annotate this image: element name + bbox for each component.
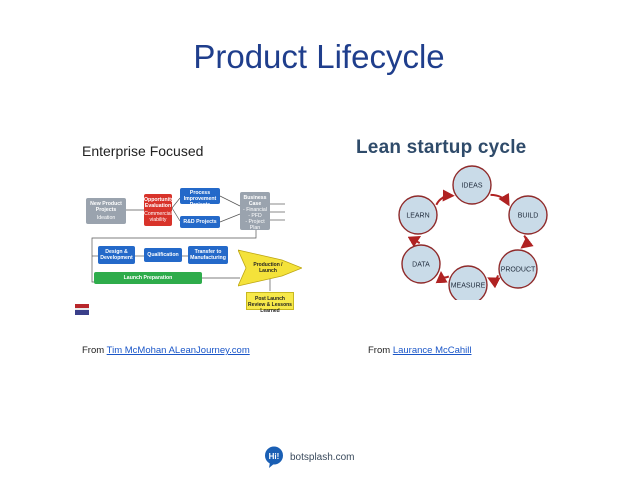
cycle-node-data: DATA [401,244,441,284]
right-credit: From Laurance McCahill [368,345,472,356]
flag-decoration-icon [75,304,89,315]
slide-title: Product Lifecycle [193,38,445,75]
cycle-node-product: PRODUCT [498,249,538,289]
cycle-node-label: MEASURE [451,283,486,290]
cycle-node-ideas: IDEAS [452,165,492,205]
opportunity-evaluation-label: Opportunity Evaluation [144,197,174,209]
transfer-manufacturing-label: Transfer to Manufacturing [190,249,226,261]
launch-preparation-label: Launch Preparation [123,275,173,281]
cycle-node-learn: LEARN [398,195,438,235]
cycle-node-build: BUILD [508,195,548,235]
new-product-projects-box: New Product Projects Ideation [86,198,126,224]
cycle-node-label: IDEAS [461,183,482,190]
cycle-node-label: LEARN [406,213,429,220]
business-case-item-financial: - Financial [243,207,267,213]
post-launch-review-label: Post Launch Review & Lessons Learned [248,296,292,314]
transfer-manufacturing-box: Transfer to Manufacturing [188,246,228,264]
rd-projects-label: R&D Projects [183,219,217,225]
qualification-box: Qualification [144,248,182,262]
design-development-box: Design & Development [98,246,135,264]
cycle-node-label: PRODUCT [501,267,536,274]
footer-site: botsplash.com [290,452,355,463]
cycle-node-label: DATA [412,262,430,269]
lean-startup-heading: Lean startup cycle [356,137,527,158]
cycle-arrow-product-to-measure [487,275,501,289]
process-improvement-label: Process Improvement Projects [183,190,217,208]
cycle-node-circle [452,165,492,205]
left-credit-prefix: From [82,345,105,356]
business-case-item-project-plan: - Project Plan [245,219,265,231]
rd-projects-box: R&D Projects [180,216,220,228]
launch-preparation-box: Launch Preparation [94,272,202,284]
cycle-node-circle [498,249,538,289]
left-credit: From Tim McMohan ALeanJourney.com [82,345,250,356]
cycle-arrow-learn-to-ideas [435,189,455,206]
cycle-arrow-data-to-learn [407,235,422,248]
enterprise-heading: Enterprise Focused [82,143,204,159]
cycle-node-circle [401,244,441,284]
post-launch-review-box: Post Launch Review & Lessons Learned [246,292,294,314]
business-case-item-pfd: - PFD [248,213,262,219]
logo-text: Hi! [269,452,280,461]
business-case-box: Business Case - Financial - PFD - Projec… [240,192,270,231]
cycle-node-circle [508,195,548,235]
production-launch-arrow [238,249,302,287]
process-improvement-box: Process Improvement Projects [180,188,220,208]
cycle-node-circle [448,265,488,300]
right-credit-prefix: From [368,345,391,356]
design-development-label: Design & Development [100,249,133,261]
left-credit-link[interactable]: Tim McMohan ALeanJourney.com [106,345,250,356]
cycle-node-circle [398,195,438,235]
ideation-label: Ideation [96,215,116,221]
enterprise-diagram: New Product Projects Ideation Opportunit… [80,186,302,314]
cycle-node-label: BUILD [518,213,539,220]
new-product-projects-label: New Product Projects [90,201,122,213]
cycle-arrow-measure-to-data [435,270,450,284]
right-credit-link[interactable]: Laurance McCahill [392,345,472,356]
commercial-viability-label: Commercial viability [144,211,172,223]
opportunity-evaluation-box: Opportunity Evaluation Commercial viabil… [144,194,174,226]
cycle-arrow-build-to-product [520,235,534,249]
enterprise-diagram-connectors [91,195,285,291]
lean-cycle-diagram: IDEAS BUILD PRODUCT MEASURE DATA LEARN [398,165,548,300]
qualification-label: Qualification [147,252,179,258]
cycle-arrow-ideas-to-build [490,192,510,207]
cycle-node-measure: MEASURE [448,265,488,300]
business-case-label: Business Case [243,195,267,207]
botsplash-logo-icon: Hi! [265,446,283,468]
production-launch-label: Production / Launch [253,262,283,274]
